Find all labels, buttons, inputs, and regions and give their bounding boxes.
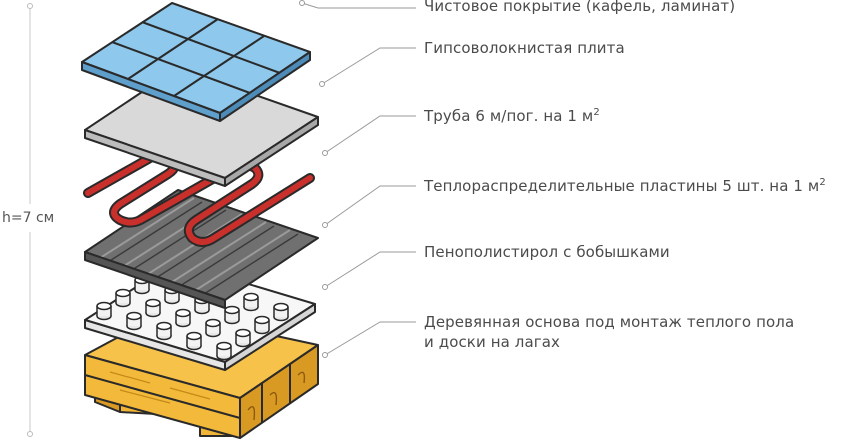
boss [254,315,270,335]
label-gypsum-board: Гипсоволокнистая плита [424,38,625,58]
label-gypsum-board-text: Гипсоволокнистая плита [424,39,625,57]
bosses-group [96,262,289,361]
label-wooden-base-line1: Деревянная основа под монтаж теплого пол… [424,313,795,331]
height-label: h=7 см [2,210,55,226]
label-finish-coating-text: Чистовое покрытие (кафель, ламинат) [424,0,736,15]
boss [126,311,142,331]
gypsum-board-layer [84,67,319,187]
boss [175,308,191,328]
label-heat-plates-sup: 2 [819,177,826,188]
leader-dots [299,0,328,358]
polystyrene-bosses-layer [84,261,316,371]
boss [186,331,202,351]
boss [205,318,221,338]
tile-coating-layer [81,2,311,122]
label-heat-plates: Теплораспределительные пластины 5 шт. на… [424,176,826,196]
boss [235,328,251,348]
boss [145,298,161,318]
label-wooden-base-line2: и доски на лагах [424,333,560,351]
boss [96,301,112,321]
label-heat-plates-text: Теплораспределительные пластины 5 шт. на… [424,177,820,195]
label-polystyrene-text: Пенополистирол с бобышками [424,243,670,261]
label-finish-coating: Чистовое покрытие (кафель, ламинат) [424,0,735,16]
boss [273,302,289,322]
label-pipe-sup: 2 [593,107,600,118]
label-pipe: Труба 6 м/пог. на 1 м2 [424,106,600,126]
boss [243,292,259,312]
boss [115,288,131,308]
boss [224,305,240,325]
leader-lines [301,2,416,356]
boss [216,341,232,361]
height-dimension [27,3,33,437]
label-polystyrene: Пенополистирол с бобышками [424,242,670,262]
label-wooden-base: Деревянная основа под монтаж теплого пол… [424,312,794,352]
boss [156,321,172,341]
label-pipe-text: Труба 6 м/пог. на 1 м [424,107,594,125]
